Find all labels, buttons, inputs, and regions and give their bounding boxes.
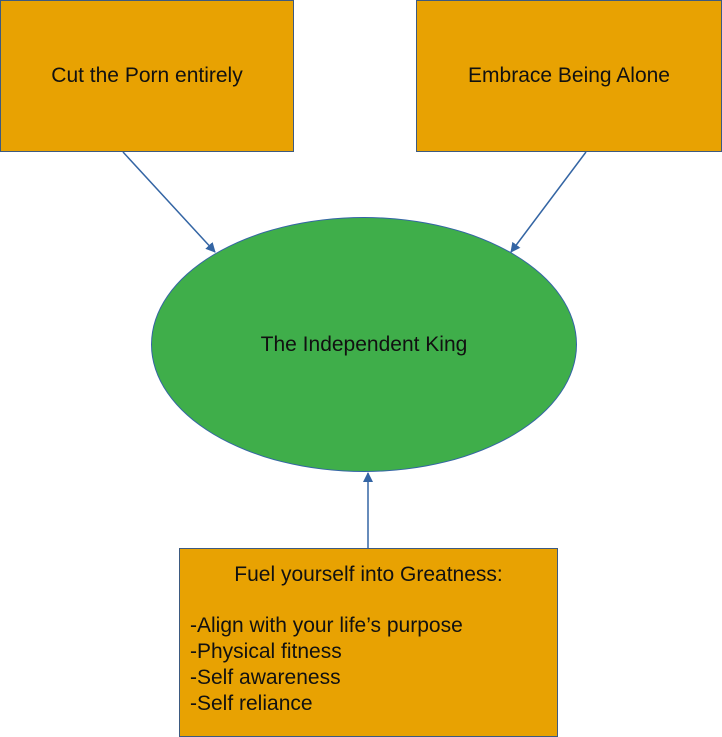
node-title: Fuel yourself into Greatness: [234,563,503,586]
list-item: -Self reliance [190,692,313,715]
arrow-top-left [122,151,216,253]
list-item: -Align with your life’s purpose [190,614,463,637]
list-item: -Self awareness [190,666,341,689]
node-label: Embrace Being Alone [468,64,670,87]
list-item: -Physical fitness [190,640,342,663]
arrow-top-right [510,151,587,253]
node-embrace-alone: Embrace Being Alone [416,0,722,152]
node-label: The Independent King [260,332,468,356]
node-label: Cut the Porn entirely [51,64,243,87]
node-cut-porn: Cut the Porn entirely [0,0,294,152]
node-independent-king: The Independent King [151,217,577,472]
node-fuel-greatness: Fuel yourself into Greatness: -Align wit… [179,548,558,737]
